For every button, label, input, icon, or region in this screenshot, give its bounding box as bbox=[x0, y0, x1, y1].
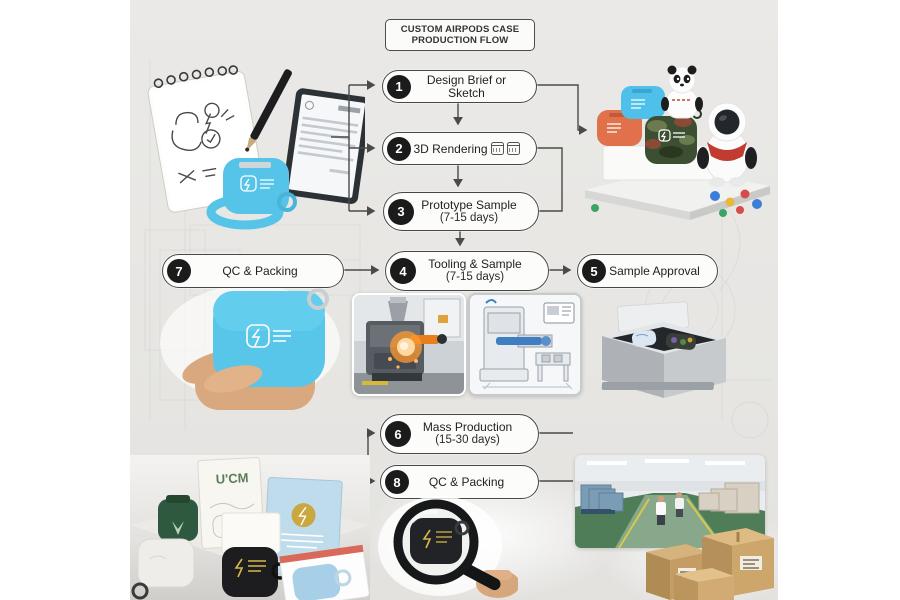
molded-case-left bbox=[631, 330, 657, 347]
step-7-badge: 7 bbox=[167, 259, 191, 283]
tooling-3d-render bbox=[468, 293, 582, 396]
qc-magnifier-scene bbox=[378, 496, 518, 598]
step-6-mass-production: 6 Mass Production(15-30 days) bbox=[380, 414, 539, 454]
worker-2 bbox=[675, 492, 684, 517]
magnifier bbox=[393, 499, 501, 591]
step-6-badge: 6 bbox=[385, 421, 411, 447]
step-5-label: Sample Approval bbox=[609, 263, 700, 278]
step-5-badge: 5 bbox=[582, 259, 606, 283]
flow-title-line2: PRODUCTION FLOW bbox=[411, 35, 509, 46]
astronaut-figure bbox=[697, 102, 757, 187]
candy-dots bbox=[591, 189, 762, 217]
packaging-photo: U'CM bbox=[130, 455, 370, 600]
step-3-duration: (7-15 days) bbox=[439, 211, 499, 224]
calendar-icon bbox=[490, 141, 504, 155]
product-display-scene bbox=[585, 65, 770, 220]
control-monitor bbox=[543, 302, 575, 324]
step-4-label: Tooling & Sample bbox=[428, 257, 522, 271]
tablet bbox=[282, 88, 365, 204]
step-4-badge: 4 bbox=[390, 258, 416, 284]
green-case bbox=[158, 495, 198, 541]
step-7-qc-packing: 7 QC & Packing bbox=[162, 254, 344, 288]
step-3-label: Prototype Sample bbox=[421, 197, 517, 212]
clear-pouch bbox=[279, 544, 370, 600]
step-5-sample-approval: 5 Sample Approval bbox=[577, 254, 718, 288]
step-8-qc-packing: 8 QC & Packing bbox=[380, 465, 539, 499]
thumb bbox=[203, 365, 263, 393]
step-2-3d-rendering: 2 3D Rendering bbox=[382, 132, 537, 165]
calendar-icon bbox=[506, 141, 520, 155]
prototype-hand-scene bbox=[160, 285, 340, 410]
step-6-label: Mass Production bbox=[422, 420, 513, 434]
pencil bbox=[245, 69, 292, 152]
step-3-prototype-sample: 3 Prototype Sample(7-15 days) bbox=[383, 192, 539, 231]
work-table bbox=[535, 352, 571, 382]
camo-airpods-case bbox=[645, 109, 702, 164]
step-1-design-brief: 1 Design Brief or Sketch bbox=[382, 70, 537, 103]
cnc-machine-photo bbox=[352, 293, 466, 396]
step-6-duration: (15-30 days) bbox=[435, 434, 500, 446]
flow-title: CUSTOM AIRPODS CASE PRODUCTION FLOW bbox=[385, 19, 535, 51]
step-2-label: 3D Rendering bbox=[413, 141, 488, 156]
step-4-tooling-sample: 4 Tooling & Sample(7-15 days) bbox=[385, 251, 549, 291]
step-3-badge: 3 bbox=[388, 198, 414, 225]
machines-left bbox=[580, 484, 624, 512]
step-2-badge: 2 bbox=[387, 136, 411, 161]
molded-case-right bbox=[665, 333, 697, 350]
step-8-badge: 8 bbox=[385, 470, 409, 494]
design-sketch-scene bbox=[147, 65, 365, 230]
white-case bbox=[131, 538, 195, 600]
machines-right bbox=[698, 482, 760, 514]
flow-title-line1: CUSTOM AIRPODS CASE bbox=[400, 23, 520, 35]
black-airpods-case-qc bbox=[410, 518, 470, 564]
step-4-duration: (7-15 days) bbox=[445, 271, 505, 283]
step-8-label: QC & Packing bbox=[428, 474, 505, 489]
worker-1 bbox=[656, 495, 666, 525]
step-1-label: Design Brief or Sketch bbox=[426, 72, 507, 100]
mold-box-scene bbox=[601, 301, 726, 398]
ucm-box-text: U'CM bbox=[215, 470, 248, 487]
panda-figure bbox=[661, 65, 703, 119]
blue-airpods-case-sketch-scene bbox=[206, 158, 297, 230]
step-7-label: QC & Packing bbox=[222, 263, 298, 278]
step-1-badge: 1 bbox=[387, 74, 411, 99]
blue-airpods-case-display bbox=[621, 86, 665, 119]
box-front bbox=[674, 568, 734, 600]
cardboard-boxes-scene bbox=[646, 528, 774, 600]
blue-airpods-case-prototype bbox=[213, 288, 329, 387]
